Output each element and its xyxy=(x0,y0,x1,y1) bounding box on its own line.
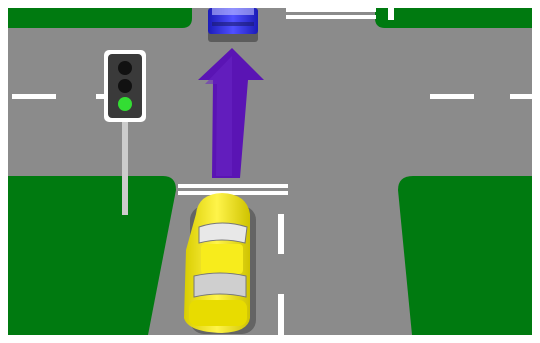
yellow-car-roof xyxy=(201,244,243,274)
yellow-car-windscreen xyxy=(199,223,247,243)
traffic-light-green xyxy=(118,97,132,111)
yellow-car xyxy=(184,193,256,334)
blue-car-rear-window xyxy=(212,8,254,15)
blue-car-bumper xyxy=(212,22,254,26)
grass-bottom-left xyxy=(8,176,176,335)
traffic-light-pole xyxy=(122,120,128,215)
blue-car xyxy=(208,8,258,42)
traffic-light xyxy=(104,50,146,122)
traffic-light-red xyxy=(118,61,132,75)
yellow-car-rear-window xyxy=(194,273,246,297)
yellow-car-boot xyxy=(189,300,247,326)
traffic-light-yellow xyxy=(118,79,132,93)
grass-top-right xyxy=(375,8,532,28)
grass-top-left xyxy=(8,8,192,28)
grass-bottom-right xyxy=(398,176,532,335)
